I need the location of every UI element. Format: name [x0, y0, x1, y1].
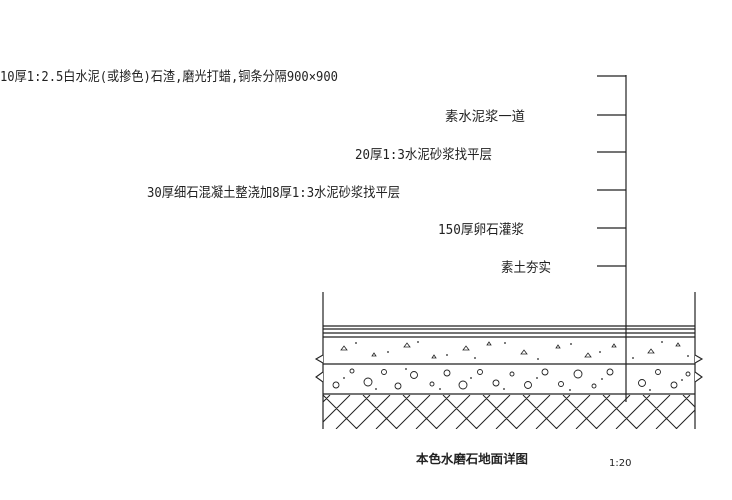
pebble — [492, 379, 500, 387]
pebble — [573, 369, 583, 379]
aggregate-dot — [687, 355, 689, 357]
pebble-layer — [332, 368, 691, 390]
pebble — [655, 369, 661, 375]
pebble-dot — [649, 389, 651, 391]
break-marks — [314, 354, 704, 383]
aggregate-dot — [599, 351, 601, 353]
pebble-dot — [343, 377, 345, 379]
pebble — [363, 377, 373, 387]
aggregate-mark — [520, 349, 528, 355]
pebble — [591, 383, 597, 389]
pebble-dot — [503, 388, 505, 390]
aggregate-mark — [647, 348, 655, 354]
aggregate-mark — [371, 352, 377, 357]
layer-label-2: 素水泥浆一道 — [445, 109, 525, 125]
aggregate-mark — [431, 354, 437, 359]
pebble-dot — [681, 379, 683, 381]
pebble-dot — [439, 388, 441, 390]
drawing-title: 本色水磨石地面详图 — [416, 451, 528, 466]
pebble-dot — [470, 377, 472, 379]
aggregate-dot — [661, 341, 663, 343]
aggregate-mark — [555, 344, 561, 349]
aggregate-dot — [446, 354, 448, 356]
break-mark-left-1 — [314, 354, 324, 364]
pebble — [606, 368, 614, 376]
layer-label-5: 150厚卵石灌浆 — [438, 222, 524, 238]
pebble-dot — [569, 389, 571, 391]
aggregate-dot — [632, 357, 634, 359]
aggregate-dot — [355, 342, 357, 344]
pebble — [332, 381, 340, 389]
pebble-dot — [375, 388, 377, 390]
pebble — [685, 371, 691, 377]
pebble — [541, 368, 549, 376]
layer-label-4: 30厚细石混凝土整浇加8厚1:3水泥砂浆找平层 — [147, 185, 400, 201]
aggregate-dot — [570, 343, 572, 345]
pebble — [638, 379, 646, 387]
aggregate-mark — [403, 342, 411, 348]
aggregate-mark — [584, 352, 592, 358]
aggregate-dot — [387, 351, 389, 353]
drawing-scale: 1:20 — [609, 458, 631, 469]
pebble-dot — [536, 377, 538, 379]
pebble-fines — [343, 368, 683, 391]
aggregate-mark — [462, 345, 470, 351]
aggregate-mark — [611, 343, 617, 348]
aggregate-dot — [474, 357, 476, 359]
aggregate-dot — [417, 341, 419, 343]
layer-label-3: 20厚1:3水泥砂浆找平层 — [355, 147, 492, 163]
soil-hatch-lines — [323, 395, 695, 429]
pebble — [394, 382, 402, 390]
break-mark-right-1 — [694, 354, 704, 364]
pebble — [443, 369, 451, 377]
pebble — [477, 369, 483, 375]
layer-label-6: 素土夯实 — [501, 260, 551, 276]
pebble — [458, 380, 468, 390]
break-mark-right-2 — [694, 371, 703, 383]
pebble-dot — [601, 378, 603, 380]
pebble — [349, 368, 355, 374]
concrete-aggregate — [340, 341, 681, 359]
aggregate-mark — [486, 341, 492, 346]
pebble — [509, 371, 515, 377]
soil-hatch — [323, 395, 695, 429]
pebble — [524, 381, 532, 389]
layer-label-1: 10厚1:2.5白水泥(或掺色)石渣,磨光打蜡,铜条分隔900×900 — [0, 68, 338, 85]
pebble — [558, 381, 564, 387]
leader-lines — [597, 75, 627, 402]
aggregate-dot — [504, 342, 506, 344]
aggregate-mark — [340, 345, 348, 351]
pebble — [429, 381, 435, 387]
pebble — [670, 381, 678, 389]
concrete-dots — [355, 341, 689, 360]
pebble — [410, 371, 418, 379]
floor-section — [322, 292, 696, 429]
break-mark-left-2 — [315, 371, 324, 383]
aggregate-mark — [675, 342, 681, 347]
aggregate-dot — [537, 358, 539, 360]
pebble-dot — [405, 368, 407, 370]
pebble — [381, 369, 387, 375]
